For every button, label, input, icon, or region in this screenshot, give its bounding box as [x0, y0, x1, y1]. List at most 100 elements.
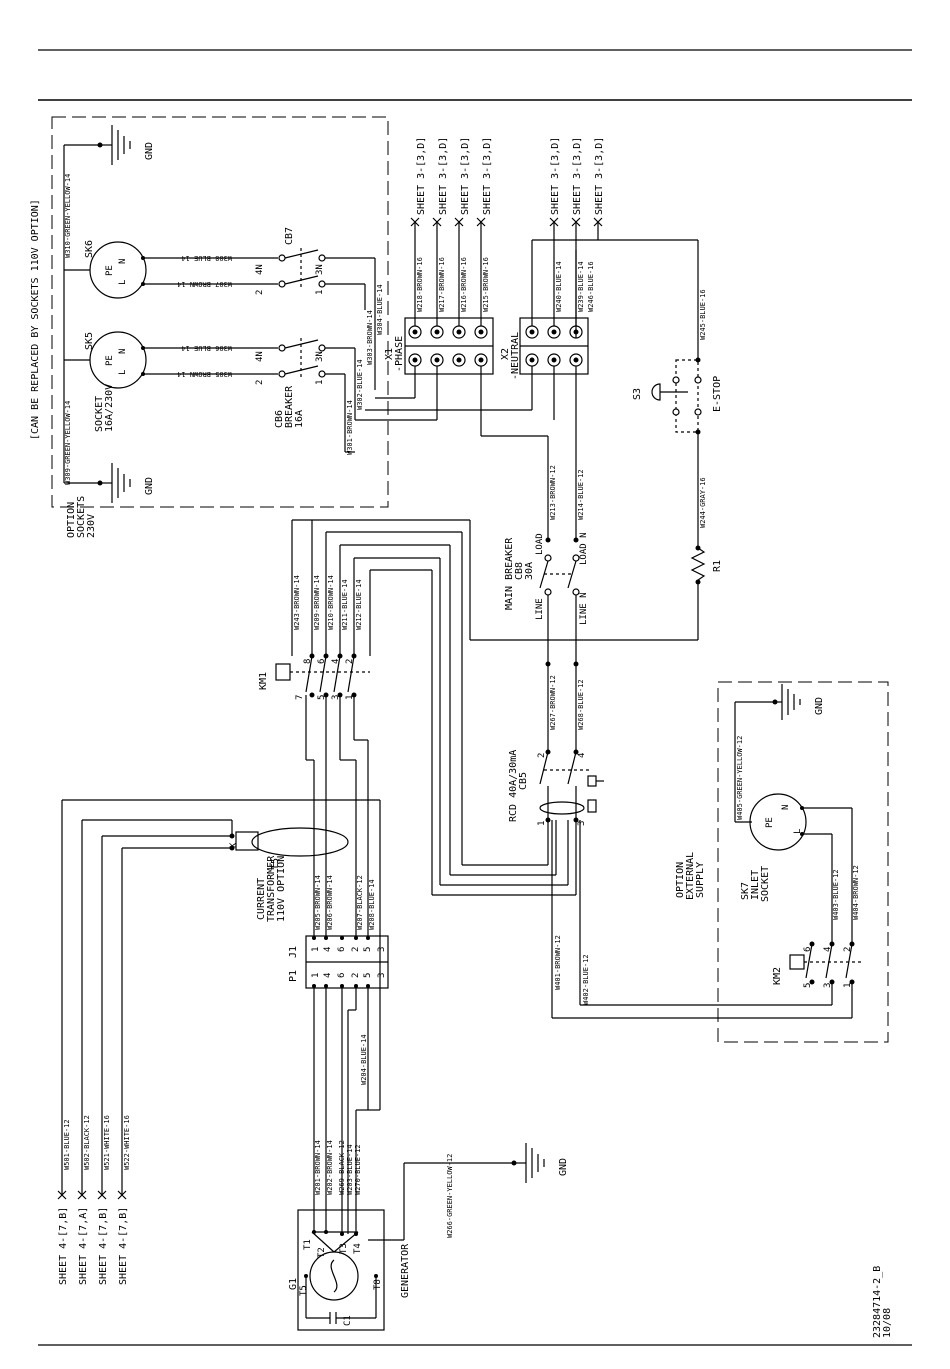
svg-text:N: N — [118, 349, 128, 354]
svg-text:8: 8 — [303, 659, 313, 664]
sheet4-ref-4: SHEET 4-[7,B] — [118, 1207, 129, 1285]
socket-sk6 — [89, 241, 147, 299]
svg-text:L: L — [118, 370, 128, 375]
svg-text:T2: T2 — [317, 1247, 327, 1258]
cb6-label-2: BREAKER — [284, 385, 295, 428]
w306-label: W306-BLUE-14 — [181, 344, 232, 352]
ct-label-1: CURRENT — [256, 878, 267, 920]
svg-text:4: 4 — [823, 947, 833, 952]
svg-text:4: 4 — [331, 659, 341, 664]
cb8-label-3: 30A — [524, 562, 535, 580]
contactor-km1-coil — [275, 663, 291, 681]
svg-text:3: 3 — [577, 821, 587, 826]
svg-text:2: 2 — [537, 753, 547, 758]
w307-label: W307-BROWN-14 — [177, 280, 232, 288]
option-sockets-label-2: SOCKETS — [76, 496, 87, 538]
svg-text:1: 1 — [315, 380, 325, 385]
sheet3-ref-3: SHEET 3-[3,D] — [460, 137, 471, 215]
svg-text:PE: PE — [105, 265, 115, 276]
c1-label: C1 — [343, 1315, 353, 1326]
gnd-label-top: GND — [144, 142, 155, 160]
option-sockets-label-3: 230V — [86, 514, 97, 538]
w267-label: W267-BROWN-12 — [549, 675, 557, 730]
cb8-label-1: MAIN BREAKER — [504, 537, 515, 610]
w301-label: W301-BROWN-14 — [346, 400, 354, 455]
sheet4-ref-2: SHEET 4-[7,A] — [78, 1207, 89, 1285]
svg-text:5: 5 — [363, 973, 373, 978]
w211-label: W211-BLUE-14 — [341, 579, 349, 630]
svg-text:4: 4 — [323, 973, 333, 978]
svg-text:6: 6 — [803, 947, 813, 952]
replace-note: [CAN BE REPLACED BY SOCKETS 110V OPTION] — [30, 199, 41, 440]
svg-text:N: N — [118, 259, 128, 264]
svg-text:1: 1 — [537, 821, 547, 826]
w268-label: W268-BLUE-12 — [577, 679, 585, 730]
w502-label: W502-BLACK-12 — [83, 1115, 91, 1170]
p1-label: P1 — [288, 970, 299, 982]
w240-label: W240-BLUE-14 — [555, 261, 563, 312]
svg-text:6: 6 — [337, 973, 347, 978]
svg-text:2: 2 — [843, 947, 853, 952]
svg-text:1: 1 — [311, 947, 321, 952]
svg-text:2: 2 — [255, 290, 265, 295]
w207-label: W207-BLACK-12 — [356, 875, 364, 930]
sk6-label: SK6 — [84, 240, 95, 258]
estop-switch — [675, 359, 699, 433]
cb5-contact — [539, 751, 549, 785]
sheet3-ref-4: SHEET 3-[3,D] — [482, 137, 493, 215]
x1-label: X1 — [384, 348, 395, 360]
sheet3-ref-2: SHEET 3-[3,D] — [438, 137, 449, 215]
svg-text:L: L — [118, 280, 128, 285]
svg-text:7: 7 — [295, 695, 305, 700]
w405-label: W405-GREEN-YELLOW-12 — [736, 736, 744, 820]
sheet3-ref-7: SHEET 3-[3,D] — [594, 137, 605, 215]
svg-text:6: 6 — [337, 947, 347, 952]
svg-text:T8: T8 — [373, 1279, 383, 1290]
cb5-label-1: RCD 40A/30mA — [508, 750, 519, 822]
w203-label: W203-BLUE-14 — [346, 1144, 354, 1195]
svg-text:PE: PE — [105, 355, 115, 366]
svg-text:4N: 4N — [255, 264, 265, 275]
socket-rating-1: SOCKET — [94, 396, 105, 432]
svg-text:4: 4 — [577, 753, 587, 758]
w215-label: W215-BROWN-16 — [482, 257, 490, 312]
svg-text:1: 1 — [315, 290, 325, 295]
w246-label: W246-BLUE-16 — [587, 261, 595, 312]
w243-label: W243-BROWN-14 — [293, 575, 301, 630]
w304-label: W304-BLUE-14 — [376, 284, 384, 335]
s3-label: S3 — [632, 388, 643, 400]
sheet4-ref-1: SHEET 4-[7,B] — [58, 1207, 69, 1285]
gnd-label-ext: GND — [814, 697, 825, 715]
w266-label: W266-GREEN-YELLOW-12 — [446, 1154, 454, 1238]
doc-number: 23284714-2_B — [872, 1266, 883, 1338]
svg-text:3N: 3N — [315, 264, 325, 275]
svg-text:5: 5 — [803, 983, 813, 988]
svg-text:2: 2 — [345, 659, 355, 664]
inlet-label-1: INLET — [750, 870, 761, 900]
cb6-label-3: 16A — [294, 410, 305, 428]
svg-text:5: 5 — [317, 695, 327, 700]
svg-text:2: 2 — [255, 380, 265, 385]
svg-text:T3: T3 — [339, 1243, 349, 1254]
w245-label: W245-BLUE-16 — [699, 289, 707, 340]
socket-sk5 — [89, 331, 147, 389]
t5-label: T5 — [270, 858, 281, 870]
svg-text:2: 2 — [351, 947, 361, 952]
w303-label: W303-BROWN-14 — [366, 310, 374, 365]
svg-text:LOAD N: LOAD N — [579, 532, 589, 565]
w206-label: W206-BROWN-14 — [326, 875, 334, 930]
svg-text:3: 3 — [377, 973, 387, 978]
w202-label: W202-BROWN-14 — [326, 1140, 334, 1195]
rcd-test-icon — [587, 775, 597, 787]
external-supply-label-1: OPTION — [675, 862, 686, 898]
w209-label: W209-BROWN-14 — [313, 575, 321, 630]
svg-text:T5: T5 — [299, 1285, 309, 1296]
j1-label: J1 — [288, 946, 299, 958]
contactor-km2-coil — [789, 954, 805, 970]
w302-label: W302-BLUE-14 — [356, 359, 364, 410]
w269-label: W269-BLACK-12 — [338, 1140, 346, 1195]
w214-label: W214-BLUE-12 — [577, 469, 585, 520]
generator-label: GENERATOR — [400, 1243, 411, 1298]
svg-text:N: N — [781, 805, 791, 810]
